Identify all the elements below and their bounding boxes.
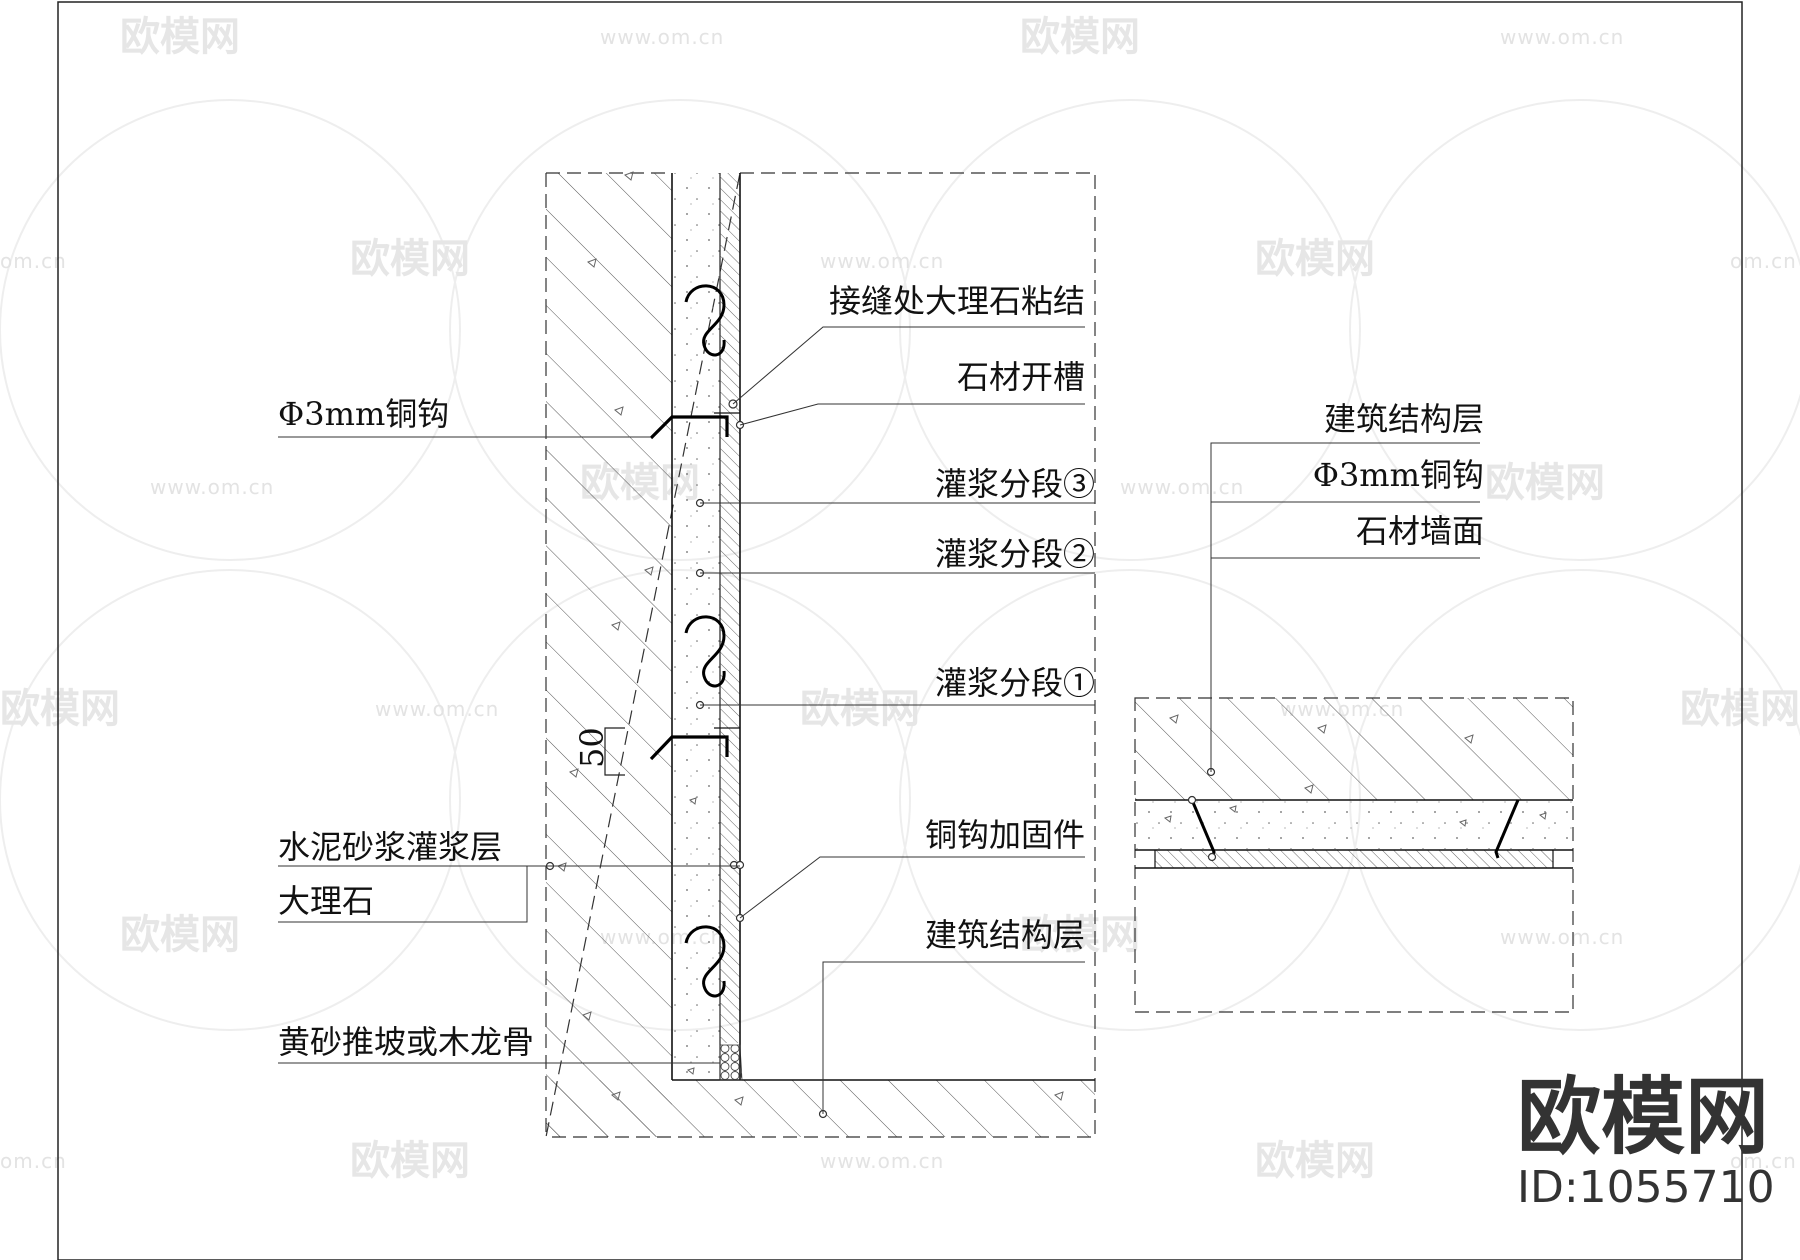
- marble-layer: [720, 173, 740, 1043]
- label-stone-groove: 石材开槽: [957, 358, 1085, 396]
- label-structure-right: 建筑结构层: [1324, 400, 1484, 438]
- label-joint-bond: 接缝处大理石粘结: [829, 282, 1085, 320]
- s-hook: [684, 284, 726, 357]
- watermark-brand: 欧模网: [350, 1138, 470, 1184]
- watermark-layer: 欧模网 欧模网 欧模网 欧模网 欧模网 欧模网 欧模网 欧模网 欧模网 欧模网 …: [0, 14, 1800, 1184]
- watermark-url: www.om.cn: [820, 249, 944, 273]
- watermark-url: www.om.cn: [375, 697, 499, 721]
- watermark-url: www.om.cn: [600, 25, 724, 49]
- watermark-url: www.om.cn: [1500, 25, 1624, 49]
- watermark-brand: 欧模网: [1485, 460, 1605, 506]
- label-structure-left: 建筑结构层: [925, 916, 1085, 954]
- watermark-url: om.cn: [1730, 1149, 1797, 1173]
- watermark-url: www.om.cn: [150, 475, 274, 499]
- label-grout-3: 灌浆分段③: [935, 465, 1095, 503]
- vertical-section-detail: 50 Φ3: [278, 171, 1096, 1138]
- watermark-url: om.cn: [1730, 249, 1797, 273]
- watermark-brand: 欧模网: [120, 14, 240, 60]
- label-grout-2: 灌浆分段②: [935, 535, 1095, 573]
- watermark-url: www.om.cn: [1120, 475, 1244, 499]
- structure-layer-plan: [1135, 698, 1573, 800]
- label-grout-1: 灌浆分段①: [935, 664, 1095, 702]
- drawing-frame: [57, 1, 1743, 1260]
- mortar-grout-layer: [672, 173, 720, 1080]
- label-copper-hook-left: Φ3mm铜钩: [278, 395, 449, 433]
- label-copper-hook-right: Φ3mm铜钩: [1313, 456, 1484, 494]
- copper-hook-bracket: [649, 735, 729, 761]
- watermark-brand: 欧模网: [1020, 14, 1140, 60]
- watermark-brand: 欧模网: [1255, 236, 1375, 282]
- watermark-brand: 欧模网: [1680, 686, 1800, 732]
- watermark-brand: 欧模网: [0, 686, 120, 732]
- watermark-url: om.cn: [0, 1149, 67, 1173]
- watermark-brand: 欧模网: [1020, 912, 1140, 958]
- s-hook: [684, 925, 726, 998]
- stone-wall-plan: [1155, 850, 1553, 868]
- label-mortar-layer: 水泥砂浆灌浆层: [278, 828, 502, 866]
- watermark-url: www.om.cn: [820, 1149, 944, 1173]
- sand-slope: [719, 1044, 743, 1081]
- dimension-50: 50: [573, 727, 611, 768]
- plan-section-detail: 建筑结构层 Φ3mm铜钩 石材墙面: [1134, 400, 1574, 1013]
- watermark-url: om.cn: [0, 249, 67, 273]
- brand-logo-text: 欧模网: [1517, 1068, 1769, 1166]
- copper-hook-plan: [1494, 799, 1520, 859]
- watermark-brand: 欧模网: [800, 686, 920, 732]
- watermark-brand: 欧模网: [1255, 1138, 1375, 1184]
- label-marble: 大理石: [278, 882, 374, 920]
- watermark-brand: 欧模网: [350, 236, 470, 282]
- image-id: ID:1055710: [1517, 1162, 1775, 1213]
- label-stone-wall: 石材墙面: [1356, 512, 1484, 550]
- label-sand-slope: 黄砂推坡或木龙骨: [278, 1023, 534, 1061]
- s-hook: [684, 615, 726, 688]
- copper-hook-bracket: [649, 415, 729, 440]
- floor-slab: [546, 1080, 1095, 1137]
- watermark-brand: 欧模网: [120, 912, 240, 958]
- watermark-url: www.om.cn: [1500, 925, 1624, 949]
- structure-wall: [546, 173, 672, 1137]
- label-hook-reinforce: 铜钩加固件: [925, 816, 1085, 854]
